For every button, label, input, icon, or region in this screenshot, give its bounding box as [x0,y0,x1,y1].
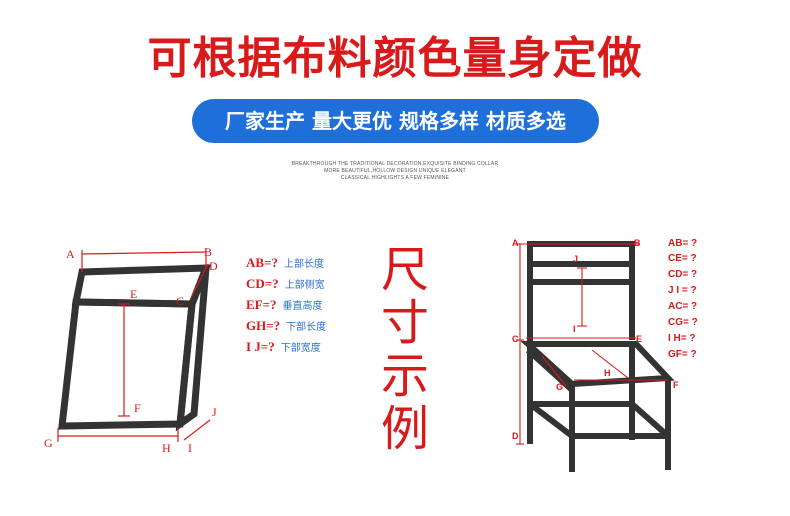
chair-dim-row: J I = ? [668,285,697,296]
chair-label-g: G [556,382,563,392]
chair-label-j: J [573,254,578,264]
chair-dim-row: CE= ? [668,253,697,264]
label-c: C [176,294,184,308]
dim-row: AB=?上部长度 [246,255,324,270]
label-g: G [44,436,53,450]
label-b: B [204,245,212,259]
chair-dim-row: CD= ? [668,269,698,280]
label-i: I [188,441,192,455]
dim-row: EF=?垂直高度 [246,297,323,312]
size-example-label: 尺 寸 示 例 [380,242,429,457]
chair-label-i: I [573,324,576,334]
label-j: J [212,405,217,419]
chair-label-e: E [636,334,642,344]
tagline-line-1: BREAKTHROUGH THE TRADITIONAL DECORATION,… [291,161,499,167]
cover-frame [58,264,212,432]
chair-label-c: C [512,334,519,344]
chair-label-b: B [634,238,641,248]
label-a: A [66,247,75,261]
chair-point-labels: A B C D E F G H I J [512,238,679,441]
dim-row: CD=?上部侧宽 [246,276,325,291]
tagline-line-3: CLASSICAL HIGHLIGHTS A FEW FEMININE [340,175,450,181]
dim-row: GH=?下部长度 [246,318,327,333]
label-f: F [134,401,141,415]
chair-frame [520,241,675,472]
label-d: D [209,259,218,273]
subtitle-banner: 厂家生产 量大更优 规格多样 材质多选 [192,99,599,143]
label-h: H [162,441,171,455]
tagline-line-2: MORE BEAUTIFUL,HOLLOW DESIGN UNIQUE ELEG… [324,168,466,174]
chair-dim-row: AB= ? [668,238,698,249]
chair-dim-row: CG= ? [668,317,698,328]
chair-dim-row: I H= ? [668,333,696,344]
chair-dim-row: AC= ? [668,301,698,312]
chair-label-h: H [604,368,611,378]
chair-label-a: A [512,238,519,248]
chair-dim-row: GF= ? [668,349,697,360]
chair-label-d: D [512,431,519,441]
chair-dimension-lines [516,243,668,445]
page-title: 可根据布料颜色量身定做 [147,33,643,84]
dim-row: I J=?下部宽度 [246,339,321,354]
label-e: E [130,287,137,301]
cover-dimension-lines [57,248,211,442]
cover-point-labels: A B C D E F G H I J [44,245,218,455]
chair-label-f: F [673,380,679,390]
